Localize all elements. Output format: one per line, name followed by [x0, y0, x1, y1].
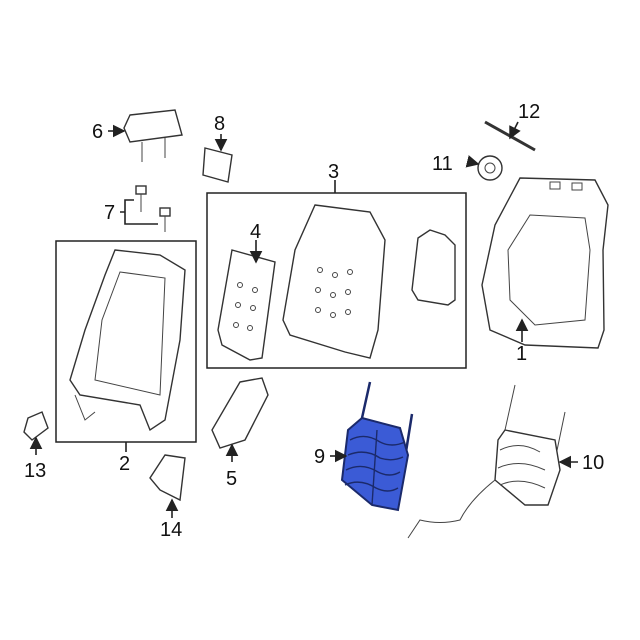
part-7-headrest-guides[interactable]: [135, 185, 171, 232]
part-3-bracket: [411, 229, 456, 306]
callout-3: 3: [328, 161, 339, 183]
callout-9: 9: [314, 446, 325, 468]
callout-1: 1: [516, 343, 527, 365]
callout-5: 5: [226, 468, 237, 490]
callout-7: 7: [104, 202, 115, 224]
callout-8: 8: [214, 113, 225, 135]
part-2-seat-back-frame[interactable]: [69, 249, 186, 432]
part-13-cover[interactable]: [23, 411, 49, 441]
leader-lines: [29, 121, 578, 518]
callout-4: 4: [250, 221, 261, 243]
callout-11: 11: [432, 153, 453, 175]
callout-13: 13: [24, 460, 46, 482]
part-11-clip[interactable]: [477, 155, 503, 181]
callout-10: 10: [582, 452, 604, 474]
part-10-lumbar-assembly[interactable]: [407, 384, 566, 539]
group-box-3: [206, 192, 467, 369]
callout-6: 6: [92, 121, 103, 143]
part-1-seat-back-cover[interactable]: [481, 177, 609, 349]
part-4-lumbar-panel[interactable]: [217, 249, 276, 361]
part-6-headrest[interactable]: [123, 109, 183, 162]
callout-2: 2: [119, 453, 130, 475]
part-8-bezel[interactable]: [202, 147, 233, 183]
part-5-trim-cover[interactable]: [211, 377, 269, 449]
part-3-seat-back-pad[interactable]: [282, 204, 386, 359]
part-12-rod[interactable]: [484, 120, 536, 152]
part-14-trim[interactable]: [149, 454, 186, 502]
part-9-lumbar-support[interactable]: [340, 381, 414, 512]
callout-14: 14: [160, 519, 182, 541]
callout-12: 12: [518, 101, 540, 123]
